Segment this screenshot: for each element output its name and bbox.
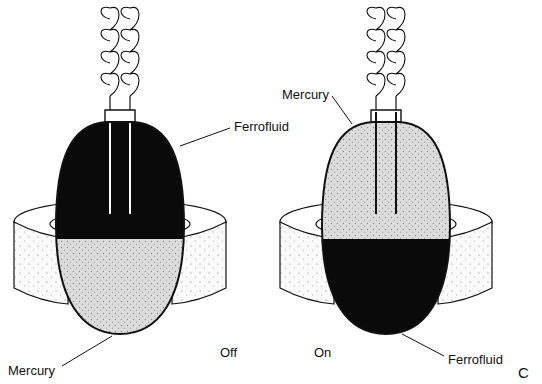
- electrode: [129, 112, 131, 214]
- electrode: [395, 112, 397, 214]
- leader-line: [62, 336, 112, 366]
- switch-figure: [280, 7, 492, 339]
- state-label: Off: [218, 345, 239, 360]
- electrode: [375, 112, 377, 214]
- electrode: [109, 112, 111, 214]
- state-label: On: [312, 345, 333, 360]
- part-label: Ferrofluid: [446, 352, 505, 367]
- lead-wire: [367, 7, 385, 96]
- glass-capsule: [56, 122, 184, 334]
- part-label: Mercury: [280, 87, 331, 102]
- switch-figure: [14, 7, 226, 339]
- glass-capsule: [322, 122, 450, 334]
- lead-wire: [121, 7, 139, 96]
- figure-letter: C: [516, 364, 531, 381]
- upper-fluid: [316, 115, 456, 239]
- leader-line: [402, 334, 444, 356]
- lower-fluid: [50, 239, 190, 339]
- lead-wire: [101, 7, 119, 96]
- lead-wire: [387, 7, 405, 96]
- lower-fluid: [316, 239, 456, 339]
- upper-fluid: [50, 115, 190, 239]
- leader-line: [180, 128, 230, 146]
- part-label: Mercury: [6, 363, 57, 378]
- part-label: Ferrofluid: [232, 119, 291, 134]
- leader-line: [332, 96, 352, 124]
